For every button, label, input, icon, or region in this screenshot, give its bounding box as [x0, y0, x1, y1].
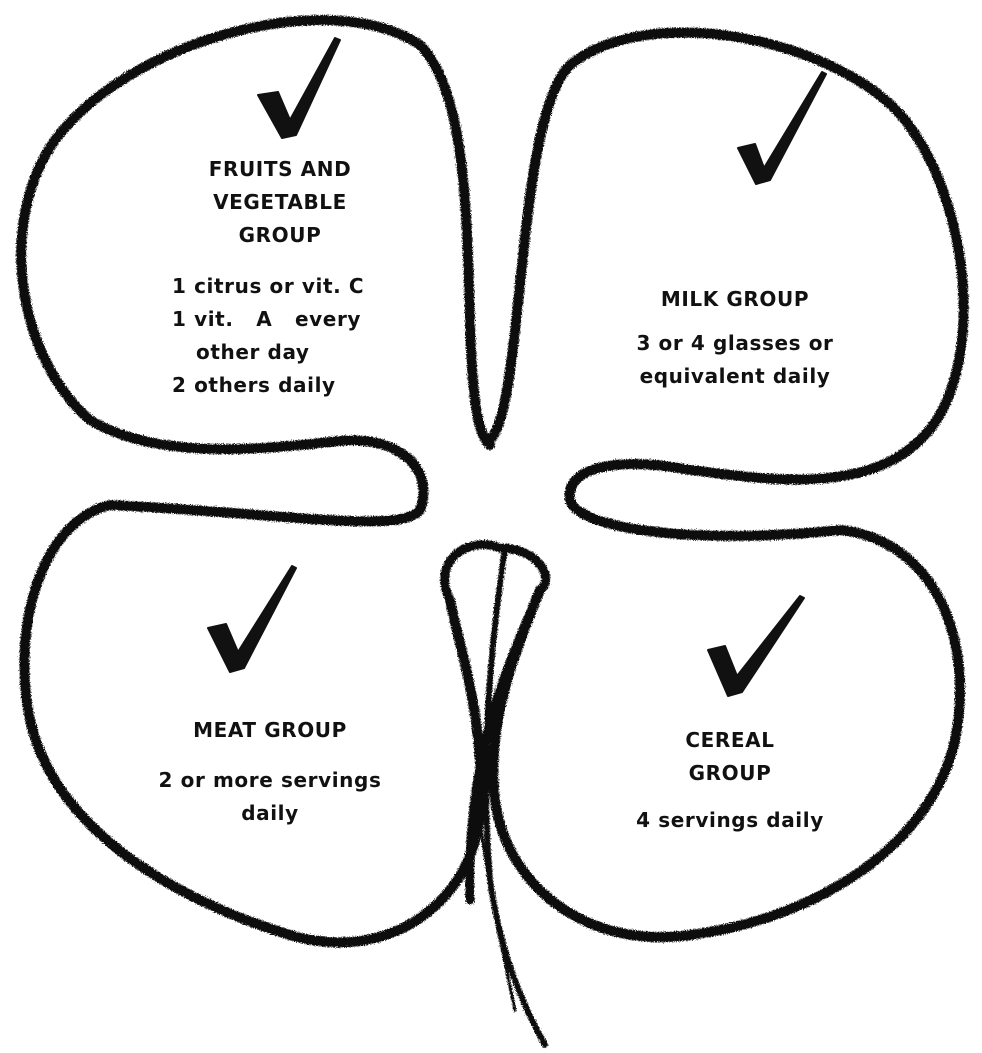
meat-title: MEAT GROUP — [140, 714, 400, 747]
check-mark-icon — [708, 596, 804, 696]
serving-line: 2 or more servings — [130, 764, 410, 797]
title-line: GROUP — [630, 757, 830, 790]
title-line: VEGETABLE — [165, 186, 395, 219]
serving-line: 2 others daily — [172, 369, 364, 402]
title-line: GROUP — [165, 219, 395, 252]
check-mark-icon — [208, 566, 296, 672]
title-line: FRUITS AND — [165, 153, 395, 186]
milk-servings: 3 or 4 glasses or equivalent daily — [600, 327, 870, 393]
serving-line: 1 vit. A every — [172, 303, 364, 336]
serving-line: equivalent daily — [600, 360, 870, 393]
fruits-vegetables-title: FRUITS AND VEGETABLE GROUP — [165, 153, 395, 252]
milk-title: MILK GROUP — [610, 283, 860, 316]
serving-line: other day — [172, 336, 364, 369]
fruits-vegetables-servings: 1 citrus or vit. C 1 vit. A every other … — [172, 270, 364, 402]
cereal-servings: 4 servings daily — [615, 804, 845, 837]
meat-servings: 2 or more servings daily — [130, 764, 410, 830]
serving-line: 1 citrus or vit. C — [172, 270, 364, 303]
check-mark-icon — [258, 38, 340, 138]
serving-line: 3 or 4 glasses or — [600, 327, 870, 360]
check-mark-icon — [738, 72, 826, 184]
serving-line: daily — [130, 797, 410, 830]
cereal-title: CEREAL GROUP — [630, 724, 830, 790]
title-line: CEREAL — [630, 724, 830, 757]
